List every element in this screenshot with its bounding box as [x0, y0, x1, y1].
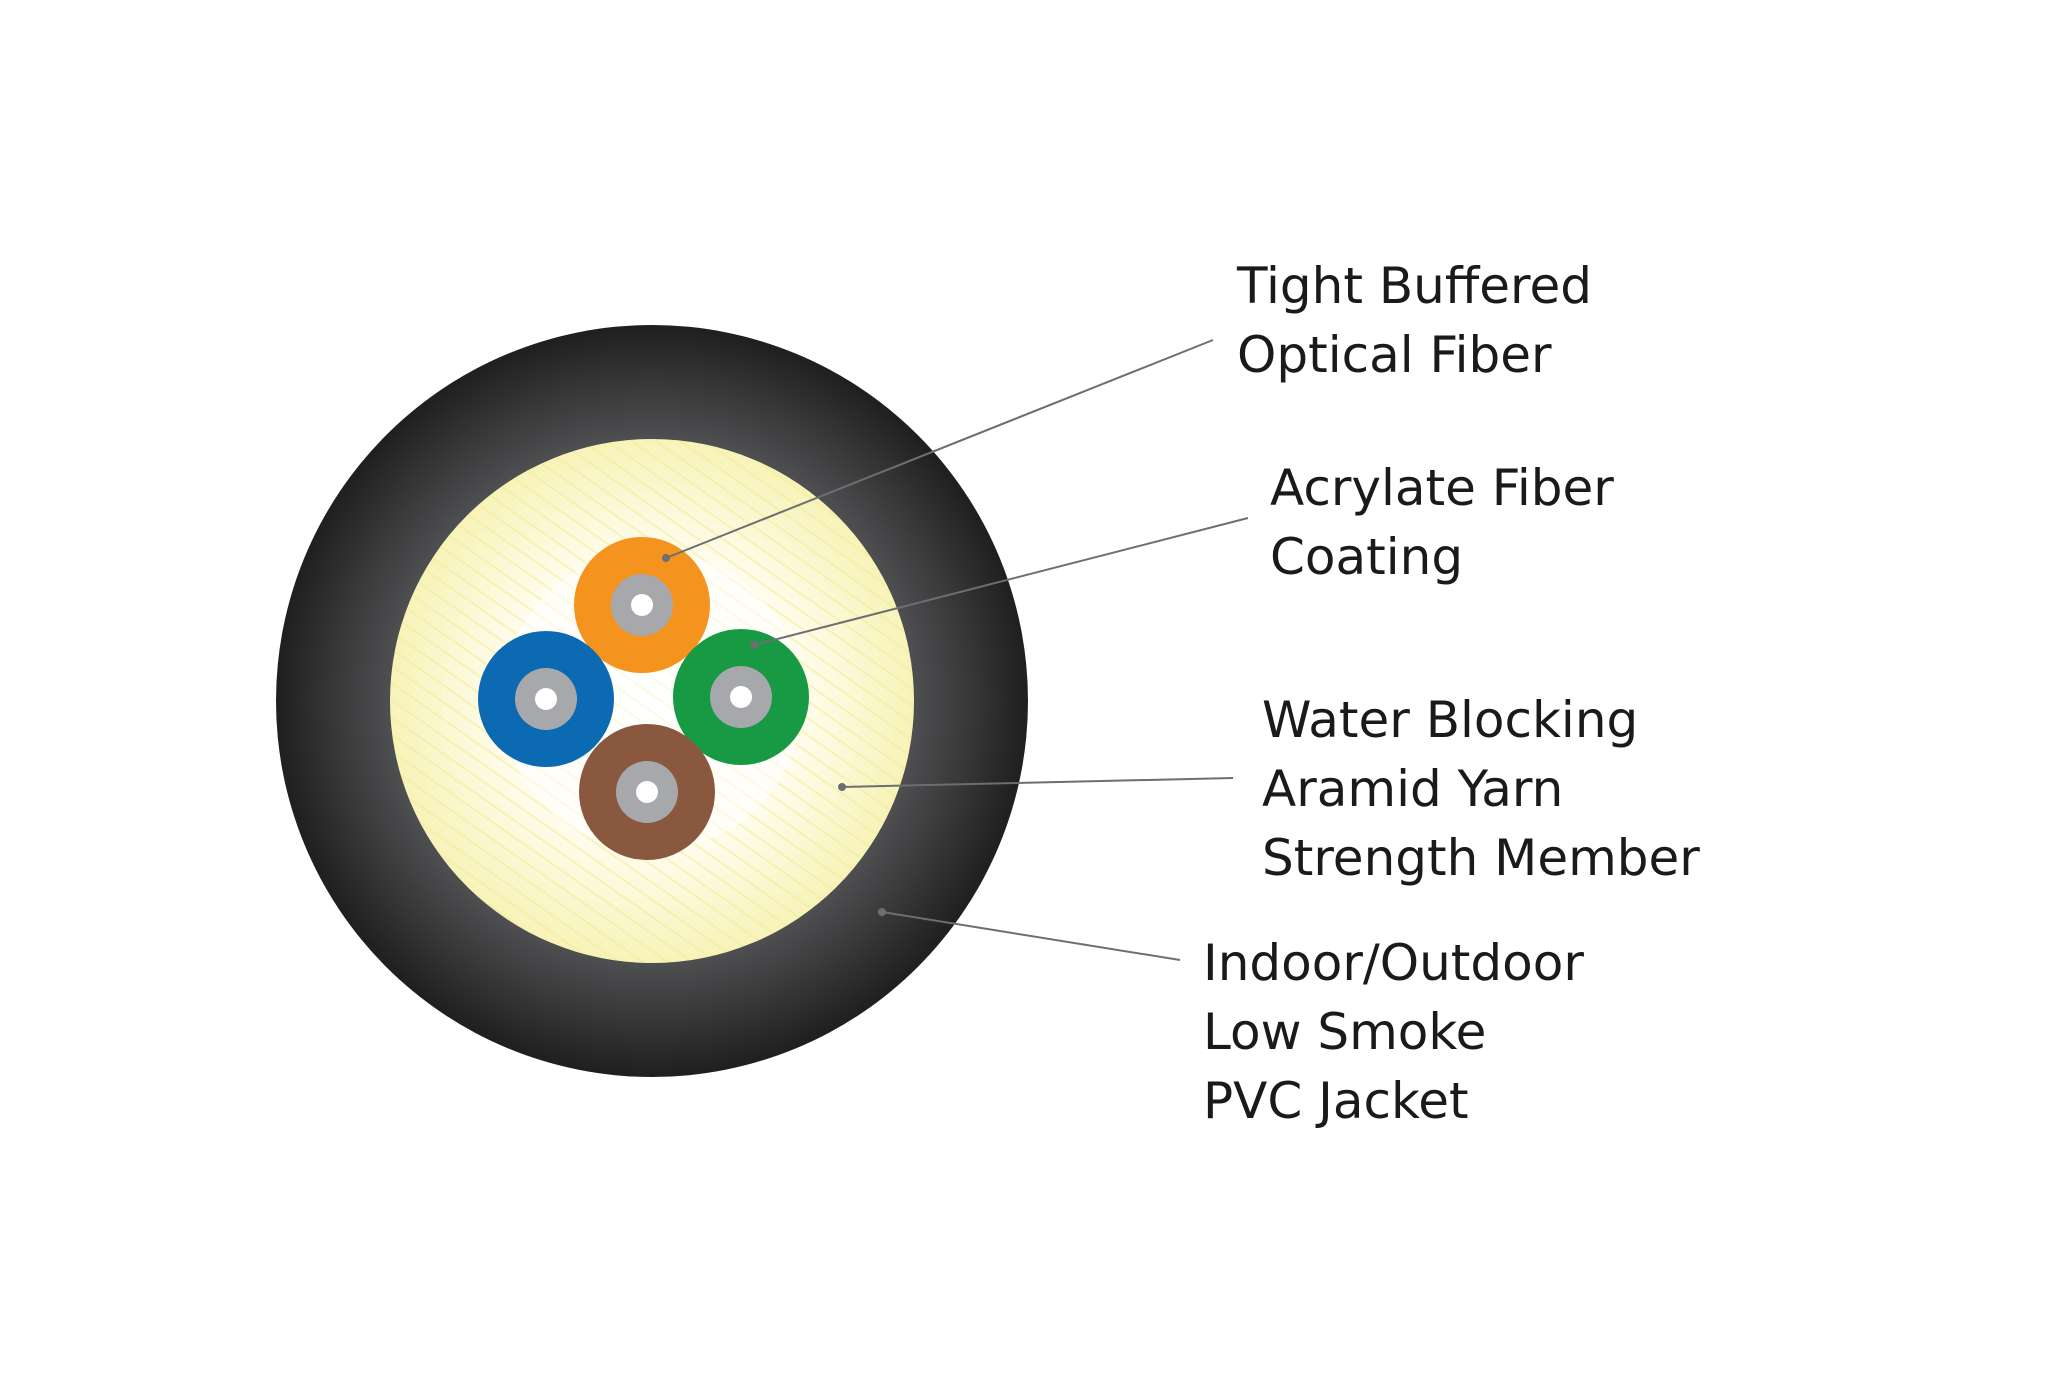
leader-dot-coating [750, 641, 758, 649]
fiber-green [673, 629, 809, 765]
fiber-brown [579, 724, 715, 860]
fiber-orange [574, 537, 710, 673]
label-line: Water Blocking [1262, 691, 1639, 749]
aramid-yarn-layer [390, 439, 914, 963]
leader-line-jacket [881, 911, 1181, 961]
label-line: Acrylate Fiber [1270, 459, 1614, 517]
label-line: Coating [1270, 528, 1464, 586]
leader-dot-fiber [662, 554, 670, 562]
label-indoor-outdoor-jacket: Indoor/Outdoor Low Smoke PVC Jacket [1203, 929, 1584, 1136]
leader-line-coating [753, 517, 1249, 646]
label-line: Tight Buffered [1237, 257, 1592, 315]
label-water-blocking-aramid-yarn: Water Blocking Aramid Yarn Strength Memb… [1262, 686, 1700, 893]
leader-line-yarn [841, 777, 1234, 788]
leader-dot-jacket [878, 908, 886, 916]
label-line: Low Smoke [1203, 1003, 1487, 1061]
label-line: Strength Member [1262, 829, 1700, 887]
label-line: Aramid Yarn [1262, 760, 1564, 818]
label-line: PVC Jacket [1203, 1072, 1469, 1130]
leader-dot-yarn [838, 783, 846, 791]
label-acrylate-fiber-coating: Acrylate Fiber Coating [1270, 454, 1614, 592]
leader-line-fiber [665, 339, 1214, 559]
label-line: Optical Fiber [1237, 326, 1552, 384]
label-tight-buffered-optical-fiber: Tight Buffered Optical Fiber [1237, 252, 1592, 390]
fiber-blue [478, 631, 614, 767]
label-line: Indoor/Outdoor [1203, 934, 1584, 992]
